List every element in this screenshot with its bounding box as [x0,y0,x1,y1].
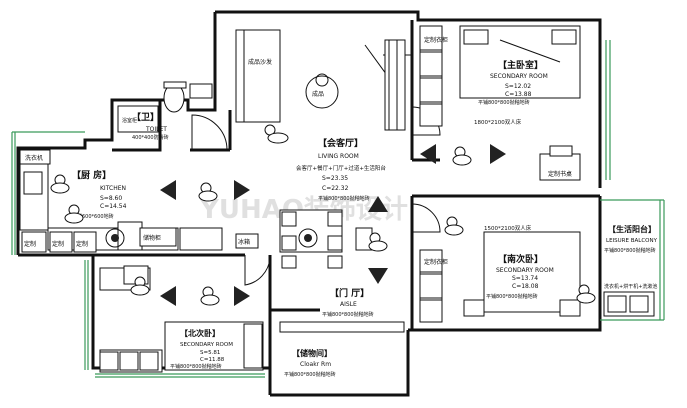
balcony-room: 【生活阳台】 LEISURE BALCONY 平铺800*800抛釉地砖 洗衣机… [603,224,658,317]
sofa-label: 成品沙发 [248,58,272,66]
kitchen-note: 平铺600*600地砖 [72,213,114,220]
living-room: 成品沙发 成品 【会客厅】 LIVING ROOM 会客厅+餐厅+门厅+过道+生… [235,29,406,269]
living-c: C=22.32 [322,185,349,192]
toilet-en: TOILET [145,126,167,133]
cloak-title: 【储物间】 [292,348,332,358]
master-en: SECONDARY ROOM [490,73,548,80]
toilet-title: 【卫】 [132,112,159,123]
living-title: 【会客厅】 [318,137,363,149]
kitchen-title: 【厨 房】 [72,169,111,181]
desk-label: 定制书桌 [548,170,572,178]
storage-label: 储物柜 [143,234,161,242]
aisle-room: 【门 厅】 AISLE 平铺800*800抛釉地砖 [322,287,374,318]
south-en: SECONDARY ROOM [496,267,554,274]
cloak-note: 平铺800*800抛釉地砖 [284,371,336,378]
windows [11,40,665,378]
master-c: C=13.88 [505,91,532,98]
north-note: 平铺800*800抛釉地砖 [170,363,222,370]
south-title: 【南次卧】 [498,253,543,265]
aisle-en: AISLE [340,301,357,308]
toilet-note: 400*400防滑砖 [132,134,169,141]
south-bedroom: 定制衣柜 1500*2100双人床 【南次卧】 SECONDARY ROOM S… [419,224,581,323]
master-bedroom: 定制衣柜 【主卧室】 SECONDARY ROOM S=12.02 C=13.8… [419,25,581,181]
kitchen-en: KITCHEN [100,185,126,192]
master-title: 【主卧室】 [498,59,543,71]
north-en: SECONDARY ROOM [180,342,233,348]
living-s: S=23.35 [322,175,348,182]
aisle-note: 平铺800*800抛釉地砖 [322,311,374,318]
cloak-en: Cloakr Rm [300,361,331,368]
walls [16,10,602,397]
washer-label: 洗衣机 [25,154,43,162]
direction-arrows [160,144,506,306]
living-note: 平铺800*800抛釉地砖 [318,195,370,202]
balcony-en: LEISURE BALCONY [606,238,658,244]
master-bed-label: 1800*2100双人床 [474,118,522,126]
person-figures [50,124,596,306]
south-bed-label: 1500*2100双人床 [484,224,532,232]
south-c: C=18.08 [512,283,539,290]
aisle-title: 【门 厅】 [330,287,369,299]
south-s: S=13.74 [512,275,538,282]
bathroom-cabinet-label: 浴室柜 [122,117,137,124]
toilet-room: 浴室柜 【卫】 TOILET 400*400防滑砖 [117,81,213,141]
kitchen-c: C=14.54 [100,203,127,210]
north-c: C=11.88 [200,357,225,363]
north-s: S=5.81 [200,350,220,356]
cloak-room: 【储物间】 Cloakr Rm 平铺800*800抛釉地砖 [279,321,405,378]
fridge-label: 冰箱 [238,238,250,246]
master-s: S=12.02 [505,83,531,90]
customize-label-3: 定制 [76,240,88,248]
living-en: LIVING ROOM [318,153,359,160]
north-title: 【北次卧】 [180,328,220,338]
round-item-label: 成品 [312,90,324,98]
north-bedroom: 【北次卧】 SECONDARY ROOM S=5.81 C=11.88 平铺80… [99,265,264,373]
kitchen-room: 洗衣机 定制 定制 定制 冰箱 储物柜 【厨 房】 KITCHEN S=8.60… [19,149,259,253]
master-note: 平铺800*800抛釉地砖 [478,99,530,106]
kitchen-s: S=8.60 [100,195,122,202]
south-note: 平铺800*800抛釉地砖 [486,293,538,300]
customize-label-1: 定制 [24,240,36,248]
wardrobe-label-m1: 定制衣柜 [424,36,448,44]
balcony-appliance: 洗衣机+烘干机+洗漱池 [604,283,657,290]
customize-label-2: 定制 [52,240,64,248]
plant-icons [105,228,318,248]
balcony-title: 【生活阳台】 [608,224,656,234]
wardrobe-label-s1: 定制衣柜 [424,258,448,266]
living-desc: 会客厅+餐厅+门厅+过道+生活阳台 [296,164,386,172]
balcony-note: 平铺800*800抛釉地砖 [604,247,656,254]
